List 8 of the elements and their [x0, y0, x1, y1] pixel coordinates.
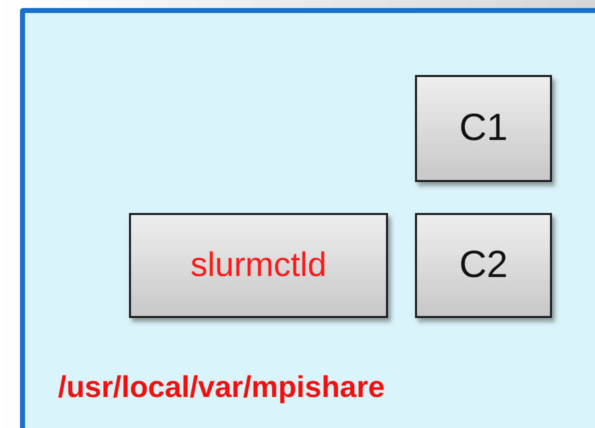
box-label: C2 [459, 243, 508, 288]
box-label: C1 [459, 106, 508, 151]
process-box [415, 75, 552, 182]
process-box [129, 213, 388, 318]
panel [20, 8, 595, 428]
box-label: slurmctld [190, 245, 327, 286]
path-label: /usr/local/var/mpishare [58, 370, 385, 406]
process-box [415, 213, 552, 318]
